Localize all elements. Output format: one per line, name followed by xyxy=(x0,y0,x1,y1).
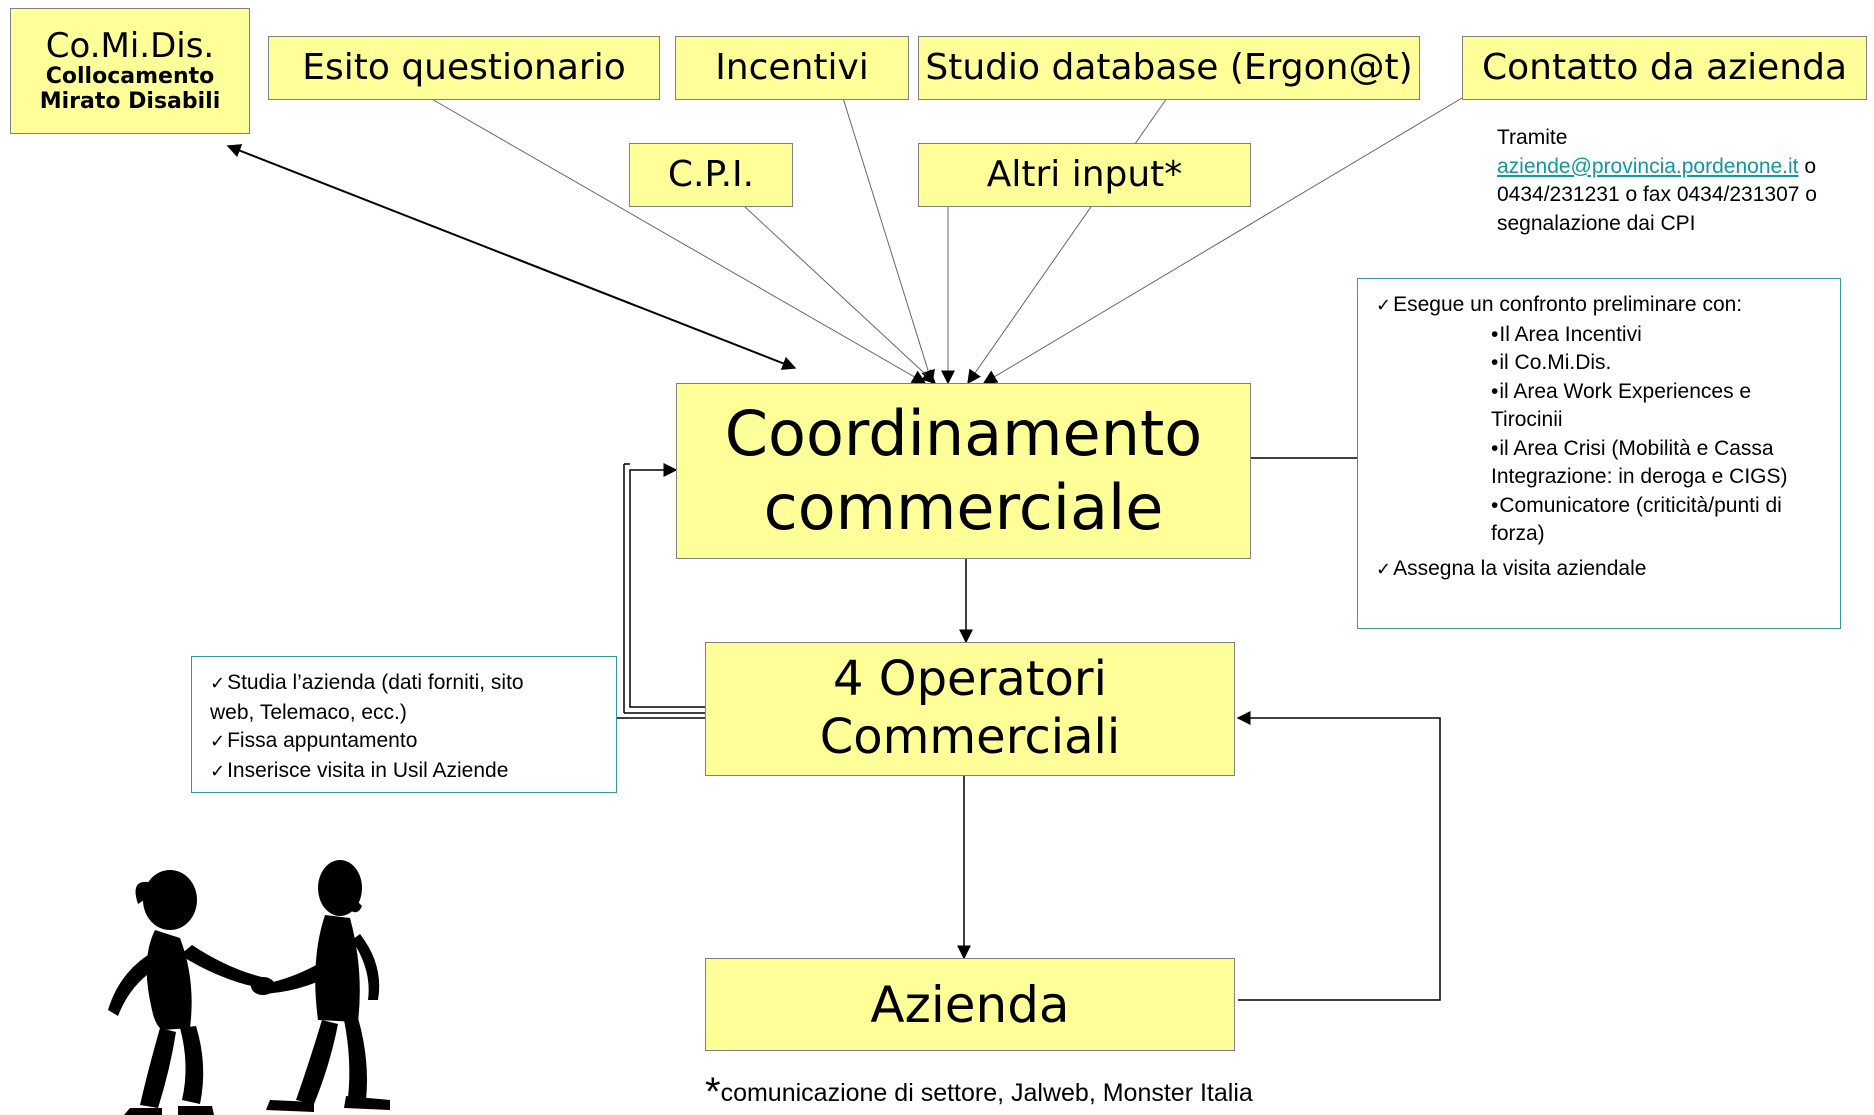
arrow-incentivi-coord xyxy=(842,97,935,385)
contact-email-suffix: o xyxy=(1798,154,1817,178)
coord-bullet-5-cont: forza) xyxy=(1491,522,1545,545)
comidis-title: Co.Mi.Dis. xyxy=(45,26,215,67)
coord-notes-item1: Esegue un confronto preliminare con: xyxy=(1376,291,1840,321)
operatori-notes-item2: Fissa appuntamento xyxy=(210,727,616,757)
operatori-notes-item3: Inserisce visita in Usil Aziende xyxy=(210,757,616,787)
coord-bullet-4-cont: Integrazione: in deroga e CIGS) xyxy=(1491,465,1788,488)
coord-bullet-2: il Co.Mi.Dis. xyxy=(1376,349,1840,378)
coordinamento-box: Coordinamento commerciale xyxy=(676,383,1251,559)
coord-bullet-4: il Area Crisi (Mobilità e Cassa xyxy=(1376,435,1840,464)
operatori-notes-item1: Studia l’azienda (dati forniti, sito xyxy=(210,669,616,699)
arrow-studio-coord xyxy=(967,97,1168,385)
contact-email-link[interactable]: aziende@provincia.pordenone.it xyxy=(1497,154,1799,178)
azienda-box: Azienda xyxy=(705,958,1235,1051)
arrow-operatori-coord-loop xyxy=(629,463,705,708)
coord-notes-box: Esegue un confronto preliminare con: Il … xyxy=(1357,278,1841,629)
footnote-text: comunicazione di settore, Jalweb, Monste… xyxy=(720,1079,1253,1107)
incentivi-label: Incentivi xyxy=(715,46,869,88)
comidis-box: Co.Mi.Dis. Collocamento Mirato Disabili xyxy=(10,8,250,134)
studio-label: Studio database (Ergon@t) xyxy=(925,46,1413,88)
altri-label: Altri input* xyxy=(986,153,1183,195)
contact-line1: Tramite xyxy=(1497,126,1568,149)
esito-label: Esito questionario xyxy=(302,46,626,88)
esito-box: Esito questionario xyxy=(268,36,660,100)
comidis-line1: Collocamento xyxy=(45,64,215,90)
cpi-label: C.P.I. xyxy=(667,153,755,195)
operatori-line1: 4 Operatori xyxy=(833,651,1107,708)
arrow-cpi-coord xyxy=(744,206,937,384)
contatto-label: Contatto da azienda xyxy=(1481,46,1848,88)
footnote-star: * xyxy=(705,1070,721,1114)
operatori-notes-item1b: web, Telemaco, ecc.) xyxy=(210,700,407,724)
operatori-line2: Commerciali xyxy=(819,709,1121,765)
incentivi-box: Incentivi xyxy=(675,36,909,100)
cpi-box: C.P.I. xyxy=(629,143,793,207)
contact-line3: 0434/231231 o fax 0434/231307 o xyxy=(1497,183,1817,206)
coord-line1: Coordinamento xyxy=(724,396,1203,470)
handshake-people-icon xyxy=(108,860,390,1115)
azienda-label: Azienda xyxy=(870,975,1070,1034)
coord-bullet-3: il Area Work Experiences e xyxy=(1376,378,1840,407)
contact-note: Tramite aziende@provincia.pordenone.it o… xyxy=(1497,124,1872,238)
contact-line4: segnalazione dai CPI xyxy=(1497,211,1696,235)
operatori-box: 4 Operatori Commerciali xyxy=(705,642,1235,776)
footnote: *comunicazione di settore, Jalweb, Monst… xyxy=(705,1072,1253,1112)
coord-line2: commerciale xyxy=(763,471,1164,544)
operatori-notes-box: Studia l’azienda (dati forniti, sito web… xyxy=(191,656,617,793)
studio-box: Studio database (Ergon@t) xyxy=(918,36,1420,100)
contact-line2: aziende@provincia.pordenone.it o xyxy=(1497,153,1872,182)
coord-bullet-5: Comunicatore (criticità/punti di xyxy=(1376,492,1840,521)
comidis-line2: Mirato Disabili xyxy=(39,89,221,115)
arrow-esito-coord xyxy=(429,97,927,384)
coord-bullet-1: Il Area Incentivi xyxy=(1376,321,1840,350)
altri-box: Altri input* xyxy=(918,143,1251,207)
arrow-contatto-coord xyxy=(982,97,1463,384)
arrow-azienda-operatori xyxy=(1236,711,1441,1001)
arrow-comidis-coord xyxy=(226,144,797,370)
contatto-box: Contatto da azienda xyxy=(1462,36,1867,100)
coord-bullet-3-cont: Tirocinii xyxy=(1491,408,1563,431)
coord-notes-item2: Assegna la visita aziendale xyxy=(1376,555,1840,585)
